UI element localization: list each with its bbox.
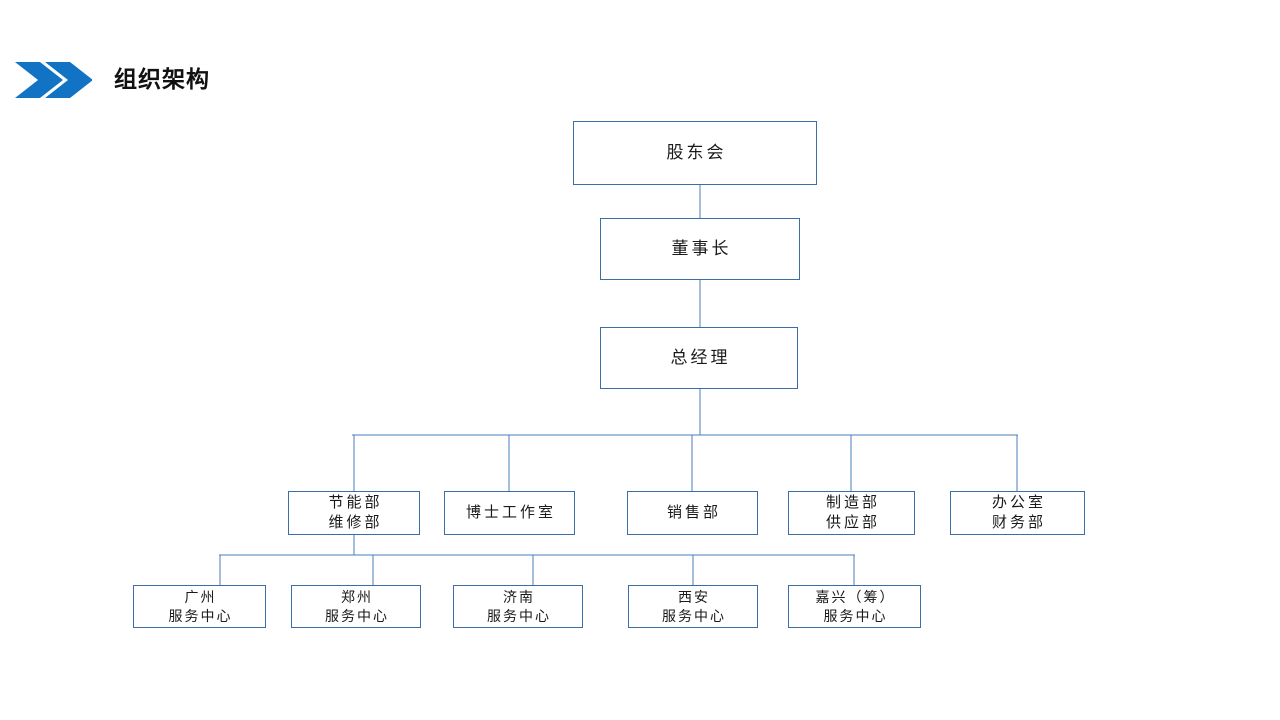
- org-node-label-line1: 郑州: [341, 588, 373, 605]
- org-node-label-line2: 服务中心: [823, 607, 888, 624]
- org-node-label-line2: 供应部: [825, 514, 880, 531]
- org-node-label-line1: 制造部: [825, 494, 880, 511]
- org-node-service-center-zhengzhou[interactable]: 郑州 服务中心: [291, 585, 421, 628]
- org-node-label: 股东会: [666, 143, 727, 162]
- org-node-dept-manufacturing-supply[interactable]: 制造部 供应部: [788, 491, 915, 535]
- page-title: 组织架构: [114, 66, 210, 92]
- org-node-label-line1: 济南: [503, 588, 535, 605]
- org-node-label-line2: 服务中心: [662, 607, 726, 624]
- org-node-dept-energy-maintenance[interactable]: 节能部 维修部: [288, 491, 420, 535]
- org-node-label-line1: 办公室: [991, 494, 1046, 511]
- slide-header: 组织架构: [0, 50, 1280, 110]
- org-node-label-line2: 服务中心: [325, 607, 389, 624]
- org-node-dept-doctoral-studio[interactable]: 博士工作室: [444, 491, 575, 535]
- org-node-label-line1: 博士工作室: [465, 504, 556, 521]
- org-node-label-line2: 维修部: [328, 514, 383, 531]
- org-node-service-center-guangzhou[interactable]: 广州 服务中心: [133, 585, 266, 628]
- org-node-service-center-xian[interactable]: 西安 服务中心: [628, 585, 758, 628]
- org-node-general-manager[interactable]: 总经理: [600, 327, 798, 389]
- org-node-label-line1: 西安: [678, 588, 710, 605]
- org-node-label: 董事长: [671, 239, 732, 258]
- org-node-shareholders[interactable]: 股东会: [573, 121, 817, 185]
- org-node-service-center-jiaxing[interactable]: 嘉兴（筹） 服务中心: [788, 585, 921, 628]
- org-node-dept-sales[interactable]: 销售部: [627, 491, 758, 535]
- org-node-label-line1: 节能部: [328, 494, 383, 511]
- org-node-label: 总经理: [670, 348, 731, 367]
- org-node-label-line1: 广州: [184, 588, 217, 605]
- double-chevron-right-icon: [14, 60, 93, 100]
- org-node-label-line2: 服务中心: [168, 607, 233, 624]
- org-node-service-center-jinan[interactable]: 济南 服务中心: [453, 585, 583, 628]
- org-node-label-line1: 销售部: [666, 504, 721, 521]
- org-node-label-line1: 嘉兴（筹）: [815, 588, 896, 605]
- org-node-label-line2: 财务部: [991, 514, 1046, 531]
- org-node-label-line2: 服务中心: [487, 607, 551, 624]
- org-node-dept-office-finance[interactable]: 办公室 财务部: [950, 491, 1085, 535]
- org-node-chairman[interactable]: 董事长: [600, 218, 800, 280]
